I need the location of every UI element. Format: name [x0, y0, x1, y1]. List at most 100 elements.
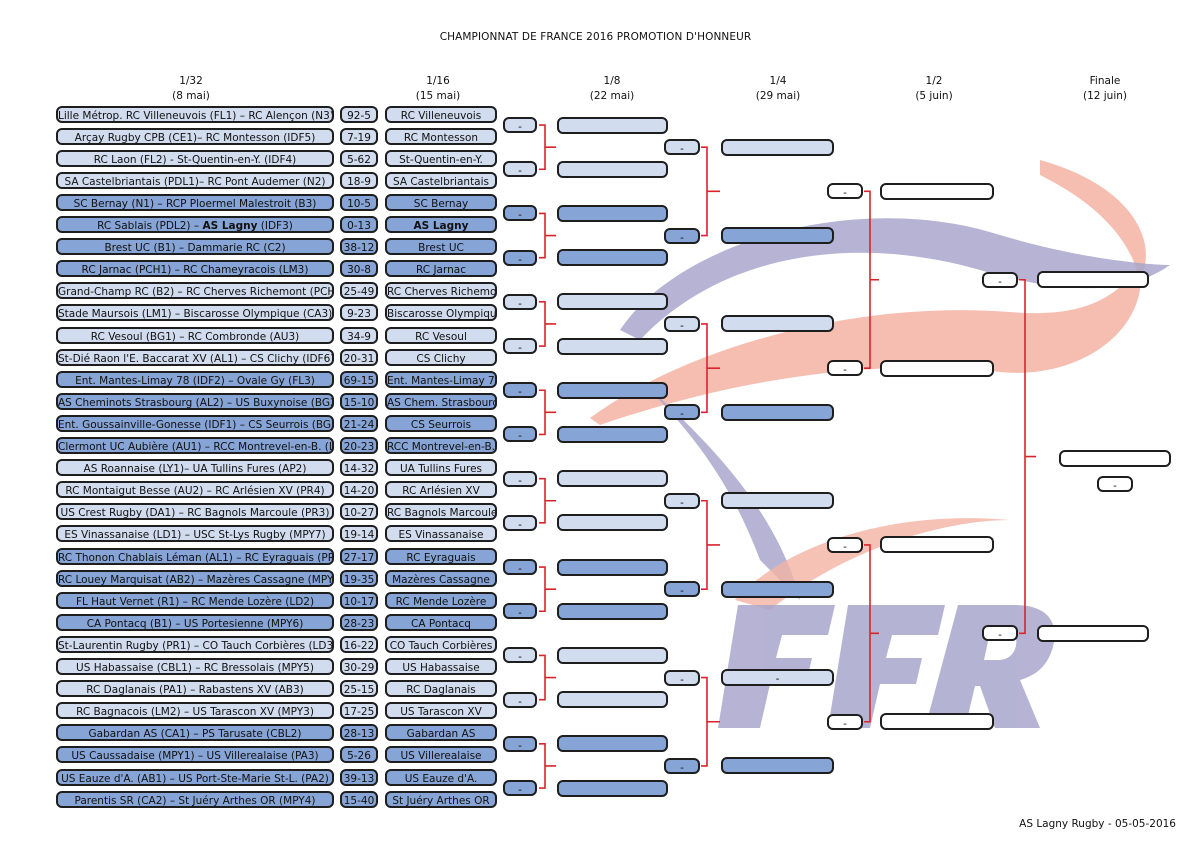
- team-r8[interactable]: [557, 116, 668, 134]
- team-semi[interactable]: [880, 359, 994, 377]
- team-r16[interactable]: UA Tullins Fures: [385, 459, 497, 477]
- score-r8[interactable]: -: [664, 757, 700, 774]
- team-r8[interactable]: [557, 204, 668, 222]
- score-r8[interactable]: -: [664, 581, 700, 598]
- score-r32[interactable]: 30-8: [340, 260, 378, 278]
- team-r16[interactable]: AS Lagny: [385, 216, 497, 233]
- team-r16[interactable]: RCC Montrevel-en-B.: [385, 437, 497, 454]
- team-r8[interactable]: [557, 425, 668, 443]
- team-r16[interactable]: RC Bagnols Marcoule: [385, 503, 497, 521]
- team-quarter[interactable]: -: [721, 669, 834, 687]
- score-quarter[interactable]: -: [827, 713, 863, 730]
- match-r32[interactable]: SA Castelbriantais (PDL1)– RC Pont Audem…: [56, 171, 334, 189]
- score-r16[interactable]: -: [503, 117, 537, 134]
- score-r32[interactable]: 27-17: [340, 547, 378, 565]
- match-r32[interactable]: RC Sablais (PDL2) – AS Lagny (IDF3): [56, 216, 334, 233]
- score-r16[interactable]: -: [503, 338, 537, 355]
- score-r32[interactable]: 19-14: [340, 525, 378, 543]
- score-r32[interactable]: 18-9: [340, 171, 378, 189]
- match-r32[interactable]: RC Bagnacois (LM2) – US Tarascon XV (MPY…: [56, 702, 334, 720]
- team-r16[interactable]: RC Montesson: [385, 127, 497, 145]
- match-r32[interactable]: US Crest Rugby (DA1) – RC Bagnols Marcou…: [56, 503, 334, 521]
- match-r32[interactable]: RC Thonon Chablais Léman (AL1) – RC Eyra…: [56, 547, 334, 565]
- match-r32[interactable]: SC Bernay (N1) – RCP Ploermel Malestroit…: [56, 193, 334, 211]
- score-r32[interactable]: 7-19: [340, 127, 378, 145]
- team-r16[interactable]: US Villerealaise: [385, 746, 497, 764]
- score-r32[interactable]: 34-9: [340, 326, 378, 344]
- match-r32[interactable]: ES Vinassanaise (LD1) – USC St-Lys Rugby…: [56, 525, 334, 543]
- score-r32[interactable]: 15-40: [340, 790, 378, 808]
- match-r32[interactable]: US Caussadaise (MPY1) – US Villerealaise…: [56, 746, 334, 764]
- team-r16[interactable]: RC Daglanais: [385, 680, 497, 698]
- score-r32[interactable]: 21-24: [340, 414, 378, 432]
- match-r32[interactable]: Brest UC (B1) – Dammarie RC (C2): [56, 238, 334, 256]
- team-final[interactable]: [1037, 624, 1149, 642]
- score-r32[interactable]: 0-13: [340, 216, 378, 233]
- match-r32[interactable]: RC Laon (FL2) - St-Quentin-en-Y. (IDF4): [56, 149, 334, 167]
- team-quarter[interactable]: [721, 757, 834, 775]
- team-r8[interactable]: [557, 381, 668, 399]
- match-r32[interactable]: St-Dié Raon l'E. Baccarat XV (AL1) – CS …: [56, 348, 334, 366]
- team-r16[interactable]: St-Quentin-en-Y.: [385, 149, 497, 167]
- score-r16[interactable]: -: [503, 559, 537, 576]
- score-r32[interactable]: 30-29: [340, 658, 378, 675]
- team-r16[interactable]: RC Eyraguais: [385, 547, 497, 565]
- match-r32[interactable]: Arçay Rugby CPB (CE1)– RC Montesson (IDF…: [56, 127, 334, 145]
- team-r8[interactable]: [557, 470, 668, 488]
- team-r8[interactable]: [557, 514, 668, 532]
- team-r16[interactable]: SA Castelbriantais: [385, 171, 497, 189]
- team-r16[interactable]: St Juéry Arthes OR: [385, 790, 497, 808]
- team-quarter[interactable]: [721, 492, 834, 510]
- team-r16[interactable]: Gabardan AS: [385, 724, 497, 742]
- score-r32[interactable]: 28-13: [340, 724, 378, 742]
- score-r32[interactable]: 92-5: [340, 105, 378, 123]
- score-r8[interactable]: -: [664, 227, 700, 244]
- team-r16[interactable]: SC Bernay: [385, 193, 497, 211]
- score-final[interactable]: -: [1097, 475, 1133, 492]
- score-r32[interactable]: 28-23: [340, 613, 378, 631]
- team-r8[interactable]: [557, 249, 668, 267]
- team-semi[interactable]: [880, 713, 994, 731]
- match-r32[interactable]: RC Daglanais (PA1) – Rabastens XV (AB3): [56, 680, 334, 698]
- team-r16[interactable]: Ent. Mantes-Limay 78: [385, 370, 497, 388]
- score-r32[interactable]: 20-31: [340, 348, 378, 366]
- match-r32[interactable]: RC Vesoul (BG1) – RC Combronde (AU3): [56, 326, 334, 344]
- match-r32[interactable]: AS Roannaise (LY1)– UA Tullins Fures (AP…: [56, 459, 334, 477]
- score-r32[interactable]: 69-15: [340, 370, 378, 388]
- score-r32[interactable]: 17-25: [340, 702, 378, 720]
- score-r32[interactable]: 9-23: [340, 304, 378, 322]
- team-semi[interactable]: [880, 536, 994, 554]
- score-r32[interactable]: 5-62: [340, 149, 378, 167]
- score-r16[interactable]: -: [503, 735, 537, 752]
- team-quarter[interactable]: [721, 138, 834, 156]
- match-r32[interactable]: RC Jarnac (PCH1) – RC Chameyracois (LM3): [56, 260, 334, 278]
- score-r8[interactable]: -: [664, 669, 700, 686]
- score-quarter[interactable]: -: [827, 183, 863, 200]
- match-r32[interactable]: Clermont UC Aubière (AU1) – RCC Montreve…: [56, 437, 334, 454]
- score-r32[interactable]: 10-17: [340, 591, 378, 609]
- score-r16[interactable]: -: [503, 161, 537, 178]
- score-quarter[interactable]: -: [827, 536, 863, 553]
- team-r8[interactable]: [557, 779, 668, 797]
- team-quarter[interactable]: [721, 227, 834, 245]
- score-r32[interactable]: 38-12: [340, 238, 378, 256]
- score-r16[interactable]: -: [503, 205, 537, 222]
- team-r16[interactable]: CA Pontacq: [385, 613, 497, 631]
- team-r16[interactable]: RC Villeneuvois: [385, 105, 497, 123]
- match-r32[interactable]: Lille Métrop. RC Villeneuvois (FL1) – RC…: [56, 105, 334, 123]
- score-semi[interactable]: -: [982, 625, 1018, 642]
- match-r32[interactable]: RC Montaigut Besse (AU2) – RC Arlésien X…: [56, 481, 334, 499]
- match-r32[interactable]: St-Laurentin Rugby (PR1) – CO Tauch Corb…: [56, 635, 334, 653]
- score-r32[interactable]: 25-49: [340, 282, 378, 300]
- team-r16[interactable]: US Tarascon XV: [385, 702, 497, 720]
- score-r16[interactable]: -: [503, 382, 537, 399]
- team-r8[interactable]: [557, 160, 668, 178]
- team-semi[interactable]: [880, 182, 994, 200]
- team-r16[interactable]: CS Seurrois: [385, 414, 497, 432]
- team-r16[interactable]: US Habassaise: [385, 658, 497, 675]
- match-r32[interactable]: AS Cheminots Strasbourg (AL2) – US Buxyn…: [56, 392, 334, 410]
- score-r16[interactable]: -: [503, 691, 537, 708]
- score-r32[interactable]: 19-35: [340, 569, 378, 587]
- score-r8[interactable]: -: [664, 492, 700, 509]
- team-r8[interactable]: [557, 602, 668, 620]
